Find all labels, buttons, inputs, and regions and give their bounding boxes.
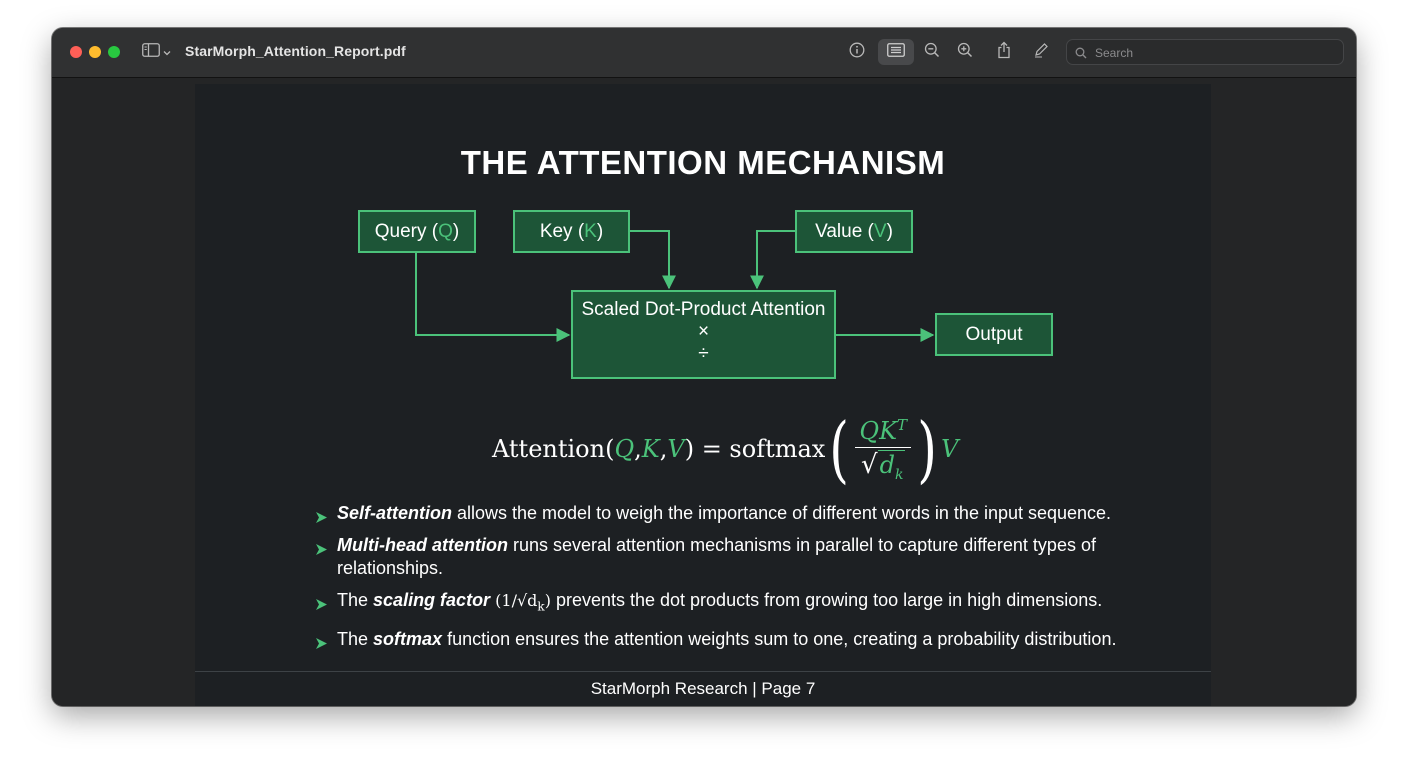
query-close: ) [452, 220, 460, 242]
preview-window: StarMorph_Attention_Report.pdf [52, 28, 1356, 706]
share-button[interactable] [989, 39, 1019, 65]
denominator-k: k [894, 466, 904, 483]
annotate-button[interactable] [1026, 39, 1056, 65]
query-label: Query ( [374, 220, 439, 242]
bullet-text: function ensures the attention weights s… [442, 628, 1117, 649]
bullet-prefix: The [337, 628, 374, 649]
zoom-out-icon [924, 42, 940, 63]
query-to-attention-arrow [415, 253, 571, 342]
value-label: Value ( [815, 220, 874, 242]
bullet-term: Multi-head attention [337, 535, 508, 555]
bullet-term: softmax [373, 628, 443, 649]
left-paren: ( [829, 407, 850, 491]
bullet-term: scaling factor [373, 590, 491, 610]
formula-v: V [667, 435, 685, 463]
value-to-attention-arrow [750, 230, 797, 290]
bullet-list: Self-attention allows the model to weigh… [315, 502, 1145, 660]
formula-comma-2: , [659, 435, 668, 463]
search-input[interactable] [1093, 42, 1337, 64]
search-icon [1075, 46, 1087, 64]
arrow-bullet-icon [315, 507, 328, 530]
scaling-factor-subscript: k [537, 599, 545, 614]
sqrt-sign: √ [861, 449, 878, 480]
document-viewport[interactable]: THE ATTENTION MECHANISM Query (Q) Key (K… [52, 78, 1356, 706]
list-item: Self-attention allows the model to weigh… [315, 502, 1145, 525]
scaling-factor-math: (1/√d [490, 591, 538, 610]
page-title: THE ATTENTION MECHANISM [460, 144, 946, 181]
document-title: StarMorph_Attention_Report.pdf [185, 43, 406, 59]
annotate-icon [1033, 42, 1049, 63]
attention-formula: Attention( Q , K , V ) = softmax ( QKT √… [492, 404, 958, 494]
bullet-text: runs several attention mechanisms in par… [337, 535, 1096, 578]
value-box: Value (V) [795, 210, 913, 253]
arrow-bullet-icon [315, 594, 328, 617]
page-footer: StarMorph Research | Page 7 [590, 679, 816, 698]
search-field[interactable] [1066, 39, 1344, 65]
output-box: Output [935, 313, 1053, 356]
key-label: Key ( [539, 220, 585, 242]
title-bar: StarMorph_Attention_Report.pdf [52, 28, 1356, 78]
share-icon [997, 41, 1011, 64]
markup-toolbar-button[interactable] [878, 39, 914, 65]
formula-q: Q [614, 435, 635, 463]
arrow-bullet-icon [315, 539, 328, 562]
chevron-down-icon [163, 43, 171, 61]
sidebar-icon [142, 42, 160, 62]
sidebar-toggle-button[interactable] [142, 42, 171, 62]
zoom-out-button[interactable] [917, 39, 947, 65]
query-symbol: Q [438, 220, 453, 242]
formula-name: Attention( [492, 435, 615, 463]
key-close: ) [596, 220, 604, 242]
formula-softmax: ) = softmax [684, 435, 826, 463]
fraction-numerator: QKT [855, 415, 912, 448]
arrow-bullet-icon [315, 633, 328, 656]
key-symbol: K [584, 220, 597, 242]
denominator-d: d [879, 450, 895, 479]
list-item: The softmax function ensures the attenti… [315, 628, 1145, 651]
info-icon [849, 42, 865, 63]
markup-icon [887, 42, 905, 62]
list-item: Multi-head attention runs several attent… [315, 534, 1145, 580]
scaling-factor-close: ) [544, 591, 551, 610]
fraction-denominator: √dk [861, 448, 906, 483]
key-box: Key (K) [513, 210, 630, 253]
info-button[interactable] [842, 39, 872, 65]
multiply-symbol: × [697, 321, 710, 342]
close-window-button[interactable] [70, 46, 82, 58]
bullet-term: Self-attention [337, 503, 452, 523]
bullet-text: allows the model to weigh the importance… [452, 503, 1112, 523]
numerator-qk: QK [859, 416, 898, 445]
formula-k: K [641, 435, 660, 463]
divide-symbol: ÷ [698, 343, 709, 364]
zoom-in-icon [957, 42, 973, 63]
list-item: The scaling factor (1/√dk) prevents the … [315, 589, 1145, 619]
right-paren: ) [917, 407, 937, 491]
minimize-window-button[interactable] [89, 46, 101, 58]
key-to-attention-arrow [628, 230, 676, 290]
pdf-page: THE ATTENTION MECHANISM Query (Q) Key (K… [195, 84, 1211, 706]
formula-tail-v: V [941, 435, 959, 463]
footer-divider [195, 671, 1211, 672]
query-box: Query (Q) [358, 210, 476, 253]
zoom-window-button[interactable] [108, 46, 120, 58]
formula-fraction: QKT √dk [855, 415, 912, 483]
attention-box: Scaled Dot-Product Attention × ÷ [571, 290, 836, 379]
numerator-transpose: T [897, 415, 908, 434]
formula-comma-1: , [634, 435, 642, 463]
bullet-text: prevents the dot products from growing t… [550, 590, 1103, 610]
value-symbol: V [873, 220, 887, 242]
value-close: ) [886, 220, 893, 242]
bullet-prefix: The [337, 590, 374, 610]
flow-connectors [415, 230, 935, 342]
attention-label: Scaled Dot-Product Attention [581, 299, 826, 320]
zoom-in-button[interactable] [950, 39, 980, 65]
